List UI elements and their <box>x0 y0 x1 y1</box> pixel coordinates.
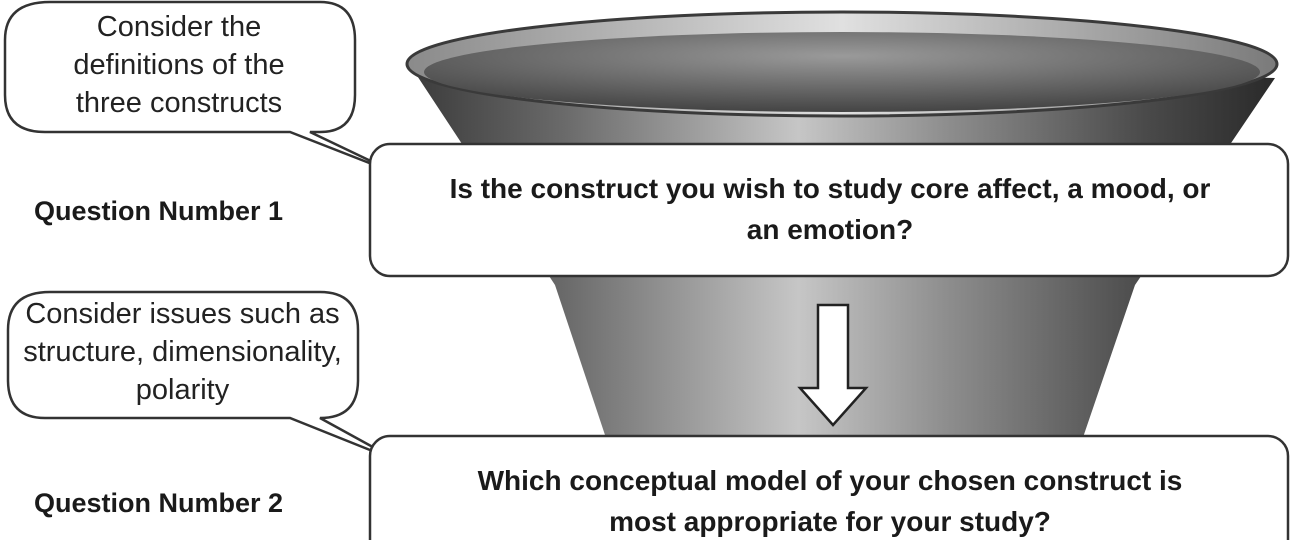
question-box-1 <box>368 142 1290 278</box>
down-arrow-icon <box>797 303 869 427</box>
question-box-2 <box>368 434 1290 540</box>
question-label-1: Question Number 1 <box>34 196 284 226</box>
question-text-2: Which conceptual model of your chosen co… <box>477 465 1183 537</box>
funnel-opening <box>424 32 1260 112</box>
question-text-1: Is the construct you wish to study core … <box>449 173 1211 245</box>
callout-text-1: Consider the definitions of the three co… <box>73 11 285 119</box>
callout-text-2: Consider issues such as structure, dimen… <box>23 298 342 406</box>
question-label-2: Question Number 2 <box>34 488 284 518</box>
callout-bubble-1 <box>3 0 401 177</box>
